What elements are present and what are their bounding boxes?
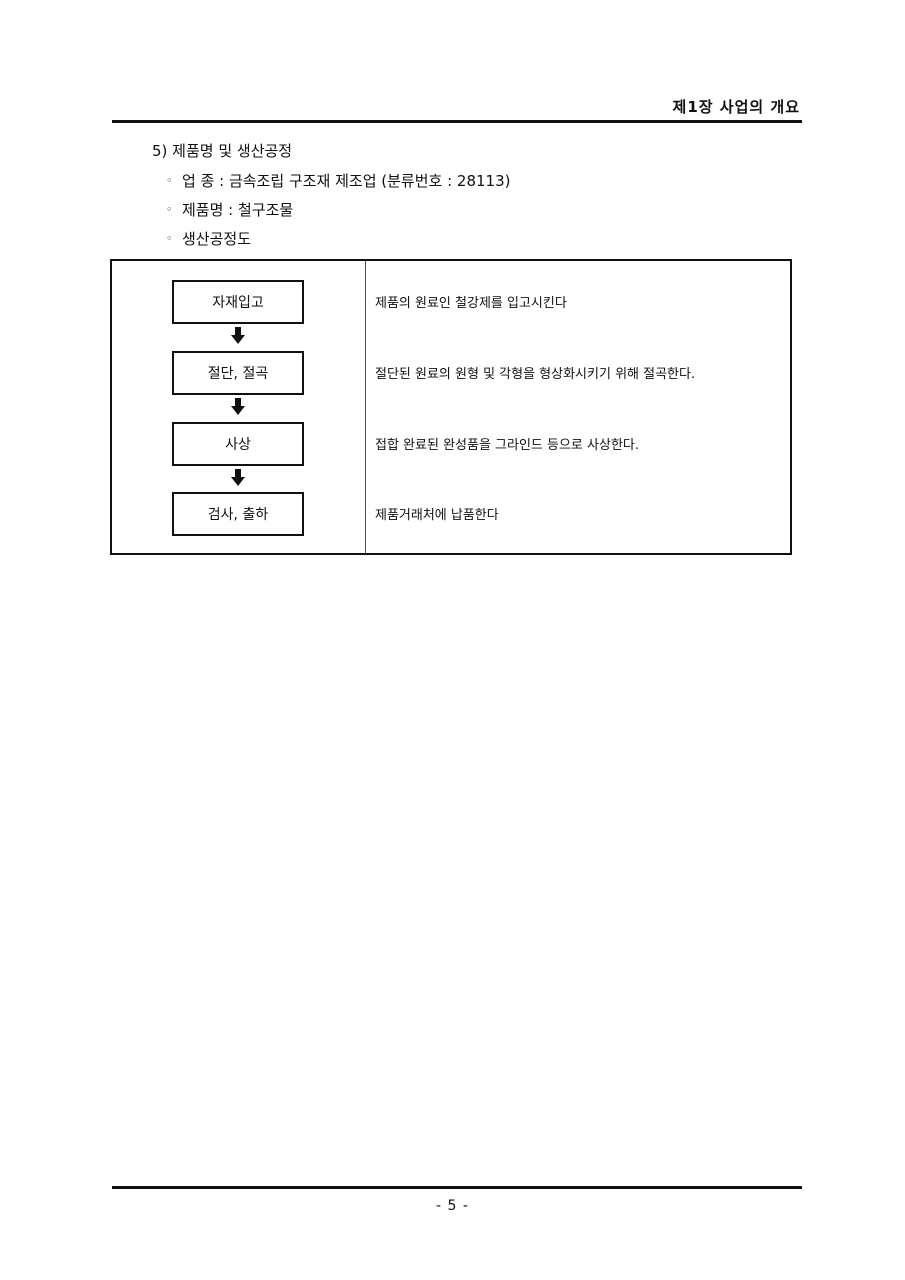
page-header: 제1장 사업의 개요	[112, 94, 802, 123]
step-box-finishing: 사상	[172, 422, 304, 466]
down-arrow-icon	[231, 398, 245, 415]
column-divider	[365, 261, 366, 553]
step-desc-inspection-shipping: 제품거래처에 납품한다	[375, 508, 499, 523]
bullet-process-chart-text: 생산공정도	[182, 230, 252, 248]
footer-rule	[112, 1186, 802, 1189]
page-number: - 5 -	[436, 1198, 469, 1214]
section-heading: 5) 제품명 및 생산공정	[152, 142, 293, 160]
process-flow-table: 자재입고 제품의 원료인 철강제를 입고시킨다 절단, 절곡 절단된 원료의 원…	[110, 259, 792, 555]
bullet-process-chart: ◦ 생산공정도	[166, 228, 251, 249]
step-desc-material-receiving: 제품의 원료인 철강제를 입고시킨다	[375, 296, 567, 311]
down-arrow-icon	[231, 469, 245, 486]
bullet-mark-icon: ◦	[166, 203, 173, 216]
down-arrow-icon	[231, 327, 245, 344]
bullet-mark-icon: ◦	[166, 174, 173, 187]
chapter-title: 제1장 사업의 개요	[672, 98, 800, 116]
step-desc-finishing: 접합 완료된 완성품을 그라인드 등으로 사상한다.	[375, 438, 639, 453]
bullet-industry-text: 업 종 : 금속조립 구조재 제조업 (분류번호 : 28113)	[182, 172, 511, 190]
bullet-product: ◦ 제품명 : 철구조물	[166, 199, 293, 220]
step-box-inspection-shipping: 검사, 출하	[172, 492, 304, 536]
bullet-mark-icon: ◦	[166, 232, 173, 245]
step-box-cutting-bending: 절단, 절곡	[172, 351, 304, 395]
bullet-industry: ◦ 업 종 : 금속조립 구조재 제조업 (분류번호 : 28113)	[166, 170, 510, 191]
step-desc-cutting-bending: 절단된 원료의 원형 및 각형을 형상화시키기 위해 절곡한다.	[375, 367, 696, 382]
step-box-material-receiving: 자재입고	[172, 280, 304, 324]
bullet-product-text: 제품명 : 철구조물	[182, 201, 294, 219]
